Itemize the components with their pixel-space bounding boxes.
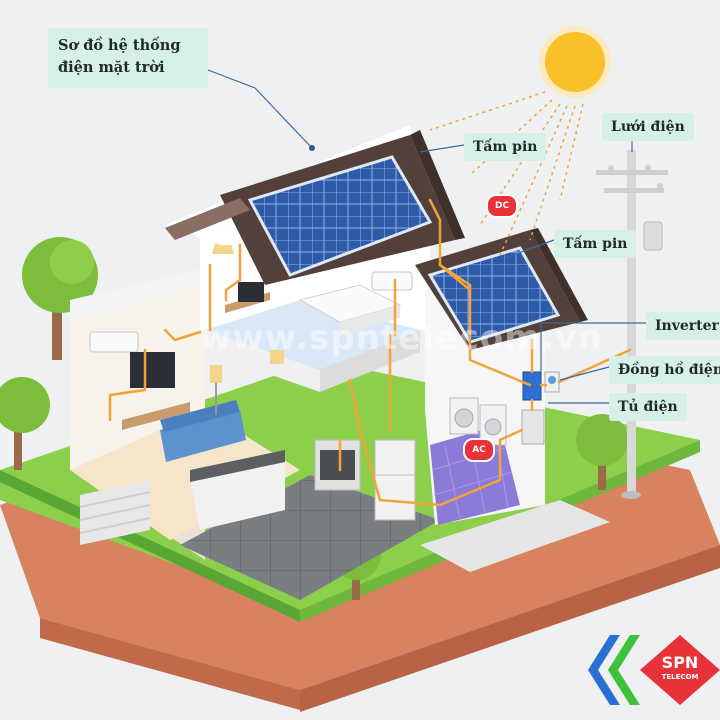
title-pointer-dot (309, 145, 315, 151)
main-house (70, 268, 440, 600)
diagram-title: Sơ đồ hệ thống điện mặt trời (58, 37, 181, 76)
watermark: www.spntelecom.vn (200, 318, 604, 358)
label-grid: Lưới điện (602, 113, 694, 141)
label-meter: Đồng hồ điện (609, 356, 720, 384)
dc-badge: DC (486, 194, 518, 218)
label-leaders (207, 69, 646, 404)
label-solar-panel-right: Tấm pin (554, 230, 637, 258)
label-solar-panel-top: Tấm pin (464, 133, 547, 161)
solar-panel-array-annex (427, 246, 561, 344)
tree-left (22, 237, 98, 360)
label-cabinet: Tủ điện (609, 393, 687, 421)
sun (539, 26, 611, 98)
ac-badge: AC (463, 438, 495, 462)
logo-sub: TELECOM (661, 673, 699, 681)
tree-right (576, 414, 628, 490)
title-box (48, 28, 208, 88)
label-inverter: Inverter (646, 312, 720, 340)
tree-front-left (0, 377, 50, 470)
logo-name: SPN (661, 653, 699, 672)
spn-logo (588, 635, 720, 705)
solar-panel-array-main (247, 155, 433, 277)
